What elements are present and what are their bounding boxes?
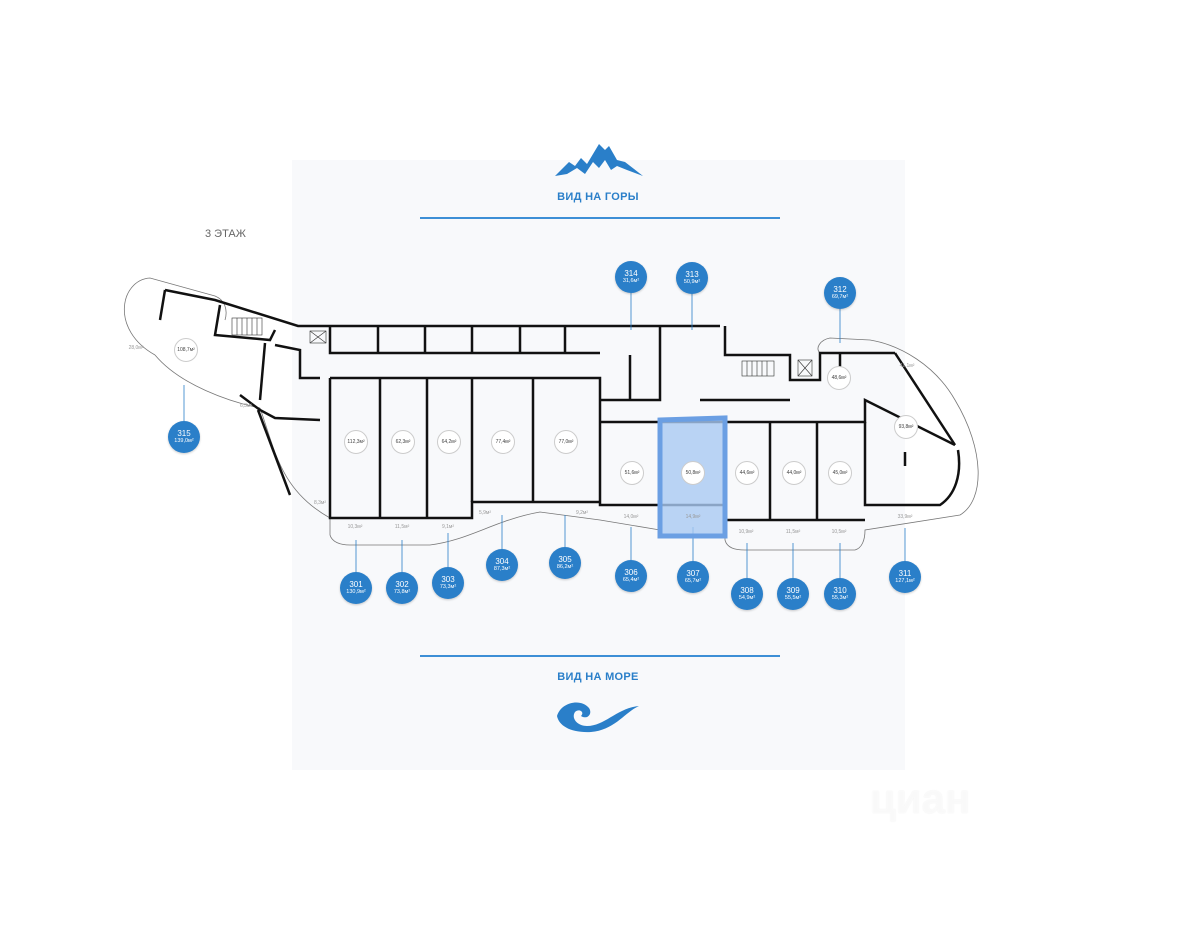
unit-number: 312 <box>833 285 847 294</box>
unit-number: 303 <box>441 575 455 584</box>
room-area-label: 44,0м² <box>782 461 806 485</box>
connector-lines <box>183 293 906 578</box>
balcony-area-label: 14,9м² <box>685 514 701 520</box>
balcony-area-label: 8,3м² <box>313 500 327 506</box>
unit-number: 306 <box>624 568 638 577</box>
bottom-divider <box>420 655 780 657</box>
room-area-label: 108,7м² <box>174 338 198 362</box>
unit-area: 50,9м² <box>683 279 701 285</box>
unit-area: 73,3м² <box>439 584 457 590</box>
unit-number: 302 <box>395 580 409 589</box>
room-area-label: 51,6м² <box>620 461 644 485</box>
stairs <box>231 317 813 377</box>
room-area-label: 62,3м² <box>391 430 415 454</box>
room-area-label: 45,0м² <box>828 461 852 485</box>
unit-area: 65,7м² <box>684 578 702 584</box>
room-area-label: 50,8м² <box>681 461 705 485</box>
unit-area: 127,1м² <box>895 578 915 584</box>
room-area-label: 112,3м² <box>344 430 368 454</box>
unit-number: 301 <box>349 580 363 589</box>
unit-area: 73,8м² <box>393 589 411 595</box>
unit-number: 308 <box>740 586 754 595</box>
balcony-area-label: 33,9м² <box>897 514 913 520</box>
unit-number: 315 <box>177 429 191 438</box>
unit-number: 310 <box>833 586 847 595</box>
unit-area: 54,9м² <box>738 595 756 601</box>
room-area-label: 48,6м² <box>827 366 851 390</box>
unit-area: 86,2м² <box>556 564 574 570</box>
unit-area: 87,3м² <box>493 566 511 572</box>
unit-area: 55,3м² <box>831 595 849 601</box>
unit-area: 55,5м² <box>784 595 802 601</box>
walls <box>158 288 961 522</box>
unit-area: 130,9м² <box>346 589 366 595</box>
room-area-label: 77,4м² <box>491 430 515 454</box>
unit-area: 69,7м² <box>831 294 849 300</box>
unit-number: 311 <box>898 569 912 578</box>
balcony-area-label: 11,5м² <box>785 529 801 535</box>
unit-number: 314 <box>624 269 638 278</box>
balcony-area-label: 41,1м² <box>899 363 915 369</box>
balcony-area-label: 11,5м² <box>394 524 410 530</box>
unit-area: 139,0м² <box>174 438 194 444</box>
unit-number: 304 <box>495 557 509 566</box>
balcony-outlines <box>123 277 979 551</box>
room-area-label: 44,6м² <box>735 461 759 485</box>
room-area-label: 64,2м² <box>437 430 461 454</box>
unit-area: 65,4м² <box>622 577 640 583</box>
floor-label: 3 ЭТАЖ <box>205 228 246 240</box>
balcony-area-label: 9,1м² <box>441 524 455 530</box>
unit-number: 309 <box>786 586 800 595</box>
balcony-area-label: 28,0м² <box>128 345 144 351</box>
watermark: циан <box>870 775 971 822</box>
view-sea-label: ВИД НА МОРЕ <box>557 671 639 683</box>
unit-number: 307 <box>686 569 700 578</box>
unit-number: 305 <box>558 555 572 564</box>
view-mountains-label: ВИД НА ГОРЫ <box>557 191 639 203</box>
mountain-icon <box>555 144 643 176</box>
top-divider <box>420 217 780 219</box>
balcony-area-label: 6,3м² <box>239 403 253 409</box>
unit-area: 31,6м² <box>622 278 640 284</box>
balcony-area-label: 10,9м² <box>738 529 754 535</box>
balcony-area-label: 9,2м² <box>575 510 589 516</box>
balcony-area-label: 10,5м² <box>831 529 847 535</box>
unit-number: 313 <box>685 270 699 279</box>
balcony-area-label: 5,9м² <box>478 510 492 516</box>
balcony-area-label: 10,3м² <box>347 524 363 530</box>
balcony-area-label: 14,0м² <box>623 514 639 520</box>
room-area-label: 93,8м² <box>894 415 918 439</box>
room-area-label: 77,0м² <box>554 430 578 454</box>
wave-icon <box>557 702 639 733</box>
